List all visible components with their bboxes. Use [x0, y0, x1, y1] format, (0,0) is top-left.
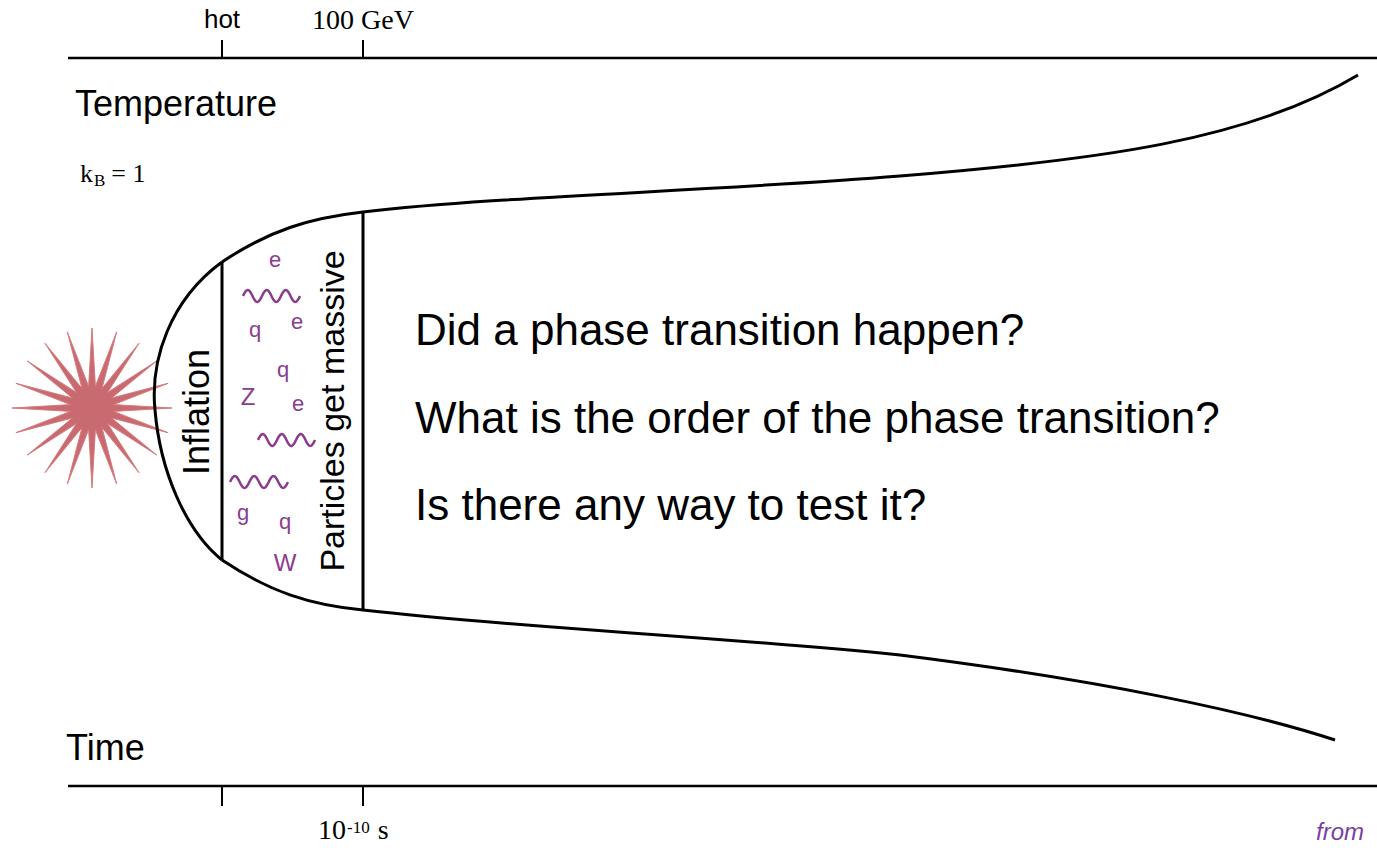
epoch-boundary	[362, 212, 365, 610]
time-axis	[68, 785, 1377, 788]
particle-symbol: q	[249, 317, 261, 342]
question-text: Did a phase transition happen?	[415, 305, 1024, 356]
source-note: from	[1316, 818, 1364, 846]
label-text: 10	[318, 814, 346, 845]
axis-tick	[362, 786, 364, 806]
subscript-text: B	[94, 171, 105, 190]
particle-symbol: e	[291, 309, 303, 334]
particle-symbol: W	[274, 549, 297, 577]
axis-tick	[221, 40, 223, 58]
label-text: s	[378, 814, 389, 845]
big-bang-star	[12, 328, 172, 488]
epoch-label: Particles get massive	[313, 250, 352, 571]
axis-label: hot	[204, 5, 240, 35]
universe-outline	[154, 262, 222, 560]
gauge-boson-wave	[243, 290, 300, 302]
particle-symbol: g	[237, 500, 249, 525]
axis-title: Temperature	[75, 83, 277, 124]
question-text: What is the order of the phase transitio…	[415, 393, 1220, 444]
gauge-boson-wave	[230, 476, 288, 488]
unit-note: kB = 1	[80, 159, 146, 191]
axis-label: 100 GeV	[312, 4, 414, 36]
particle-symbol: e	[269, 247, 281, 272]
axis-tick	[221, 786, 223, 806]
particle-symbol: Z	[241, 383, 256, 411]
particle-symbol: q	[277, 357, 289, 382]
epoch-label: Inflation	[176, 349, 217, 475]
axis-tick	[362, 40, 364, 58]
universe-outline	[222, 75, 1358, 262]
superscript-text: -10	[347, 818, 370, 837]
question-text: Is there any way to test it?	[415, 480, 926, 531]
temperature-axis	[68, 57, 1377, 60]
label-text: k	[80, 159, 93, 188]
epoch-boundary	[221, 262, 224, 560]
universe-outline	[222, 560, 1335, 740]
axis-title: Time	[66, 727, 145, 768]
gauge-boson-wave	[258, 434, 315, 446]
axis-label: 10-10 s	[318, 814, 389, 846]
particle-symbol: q	[279, 509, 291, 534]
label-text: = 1	[111, 159, 145, 188]
particle-symbol: e	[292, 391, 304, 416]
